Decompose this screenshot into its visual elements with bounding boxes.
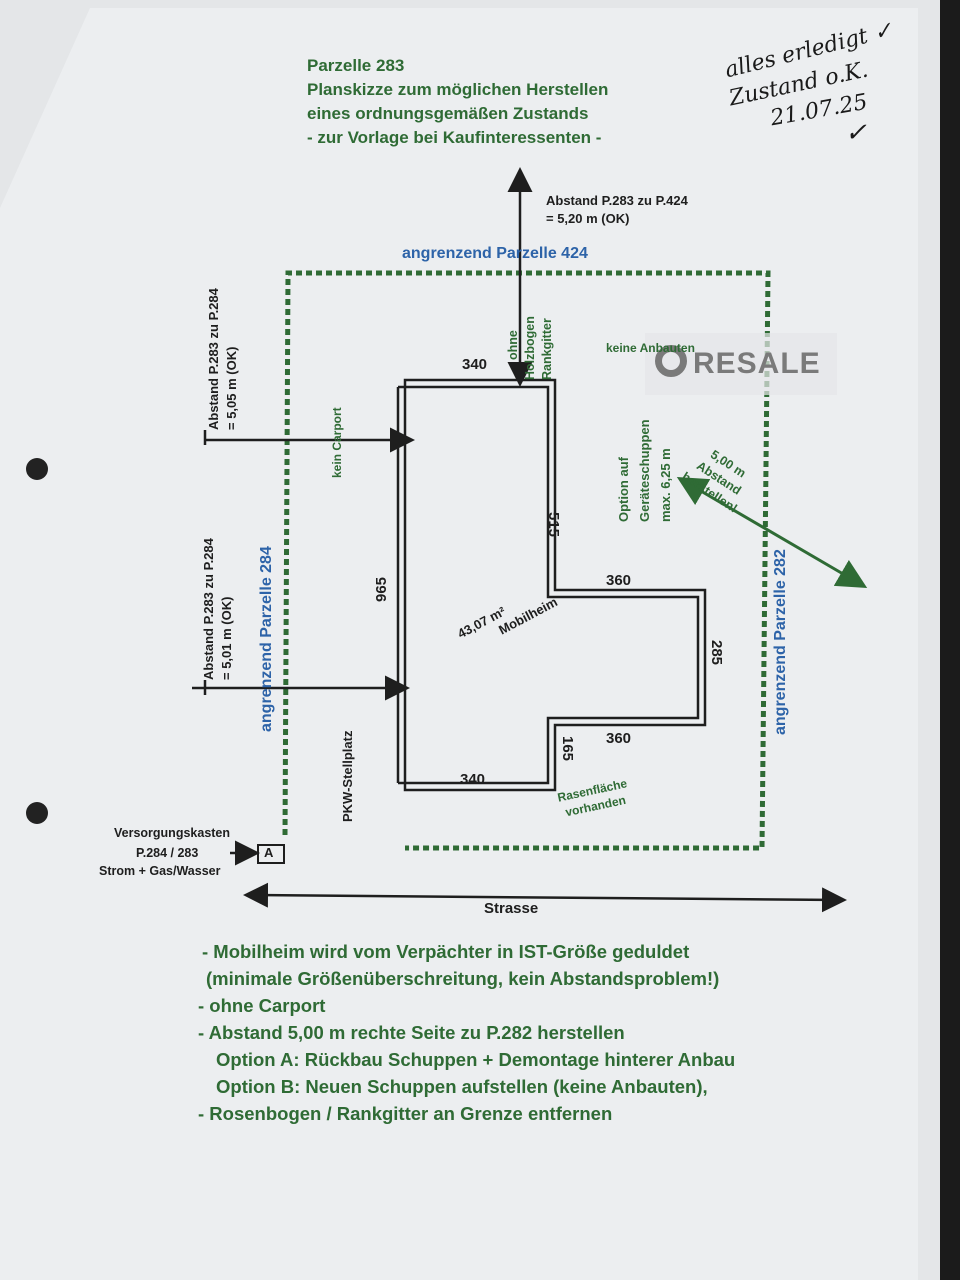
note-item: - Mobilheim wird vom Verpächter in IST-G…	[202, 941, 690, 962]
supply-type-label: Strom + Gas/Wasser	[99, 864, 221, 878]
left-distance-top-label: Abstand P.283 zu P.284 = 5,05 m (OK)	[206, 288, 239, 430]
dimension-bottom: 340	[460, 771, 486, 788]
mobile-home-outline	[396, 378, 707, 792]
supply-box-letter: A	[264, 845, 274, 860]
supply-box	[257, 844, 285, 864]
parcel-boundary	[282, 270, 771, 851]
parcel-282-label: angrenzend Parzelle 282	[772, 549, 789, 735]
supply-box-label: Versorgungskasten P.284 / 283	[114, 826, 231, 860]
resale-watermark: RESALE	[645, 333, 837, 395]
note-item: - Abstand 5,00 m rechte Seite zu P.282 h…	[198, 1022, 625, 1043]
top-distance-label: Abstand P.283 zu P.424 = 5,20 m (OK)	[546, 193, 688, 226]
note-item: - ohne Carport	[198, 995, 326, 1016]
left-distance-bottom-label: Abstand P.283 zu P.284 = 5,01 m (OK)	[201, 538, 234, 680]
right-distance-arrow	[676, 476, 868, 589]
no-extensions-label: keine Anbauten	[606, 341, 695, 355]
parcel-424-label: angrenzend Parzelle 424	[402, 245, 588, 262]
gear-icon	[655, 345, 687, 377]
no-carport-label: kein Carport	[330, 407, 344, 478]
handwritten-signature: ✓	[845, 118, 867, 148]
note-item: Option B: Neuen Schuppen aufstellen (kei…	[216, 1076, 708, 1097]
shed-option-label: Option auf Geräteschuppen max. 6,25 m	[616, 419, 673, 522]
no-arch-label: ohne Holzbogen Rankgitter	[506, 316, 554, 380]
punch-hole	[26, 802, 48, 824]
dimension-right-upper: 515	[545, 512, 562, 538]
parcel-284-label: angrenzend Parzelle 284	[258, 546, 275, 732]
dimension-mid-top: 360	[606, 572, 632, 589]
punch-hole	[26, 458, 48, 480]
dimension-left: 965	[373, 576, 390, 602]
notes-list: - Mobilheim wird vom Verpächter in IST-G…	[198, 938, 735, 1127]
plan-header: Parzelle 283 Planskizze zum möglichen He…	[307, 56, 609, 147]
note-item: - Rosenbogen / Rankgitter an Grenze entf…	[198, 1103, 613, 1124]
street-arrow	[243, 882, 847, 913]
note-item: (minimale Größenüberschreitung, kein Abs…	[206, 968, 720, 989]
dimension-top: 340	[462, 356, 488, 373]
dimension-right-mid: 285	[708, 640, 725, 666]
street-label: Strasse	[484, 900, 539, 917]
parking-label: PKW-Stellplatz	[340, 730, 355, 822]
dimension-mid-bottom: 360	[606, 730, 632, 747]
note-item: Option A: Rückbau Schuppen + Demontage h…	[216, 1049, 736, 1070]
dimension-right-lower: 165	[559, 736, 576, 762]
